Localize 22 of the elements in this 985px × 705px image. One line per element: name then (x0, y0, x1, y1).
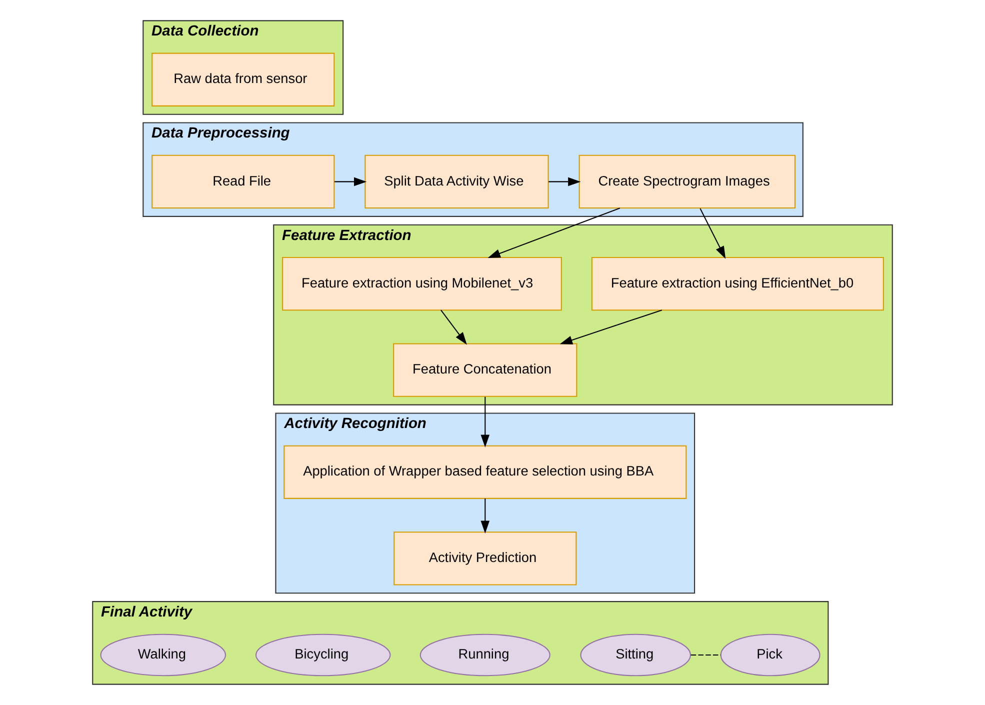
arrow (560, 310, 662, 344)
connector (690, 654, 721, 656)
node-box: Create Spectrogram Images (578, 154, 796, 209)
node-box: Feature Concatenation (393, 343, 578, 397)
node-ellipse: Bicycling (255, 634, 391, 676)
node-box: Raw data from sensor (152, 52, 335, 106)
node-ellipse: Running (420, 634, 550, 676)
node-box: Split Data Activity Wise (364, 154, 549, 209)
arrow (440, 310, 467, 345)
node-ellipse: Sitting (580, 634, 692, 676)
node-ellipse: Pick (720, 634, 820, 676)
arrow (480, 498, 490, 534)
arrow (548, 177, 581, 186)
arrow (334, 177, 367, 186)
arrow (488, 208, 620, 258)
node-box: Feature extraction using Mobilenet_v3 (282, 256, 562, 311)
node-box: Feature extraction using EfficientNet_b0 (591, 256, 884, 311)
node-ellipse: Walking (100, 634, 226, 676)
node-box: Application of Wrapper based feature selection using BBA (284, 445, 687, 499)
node-box: Activity Prediction (394, 532, 577, 586)
node-box: Read File (152, 154, 335, 209)
arrow (480, 396, 490, 448)
